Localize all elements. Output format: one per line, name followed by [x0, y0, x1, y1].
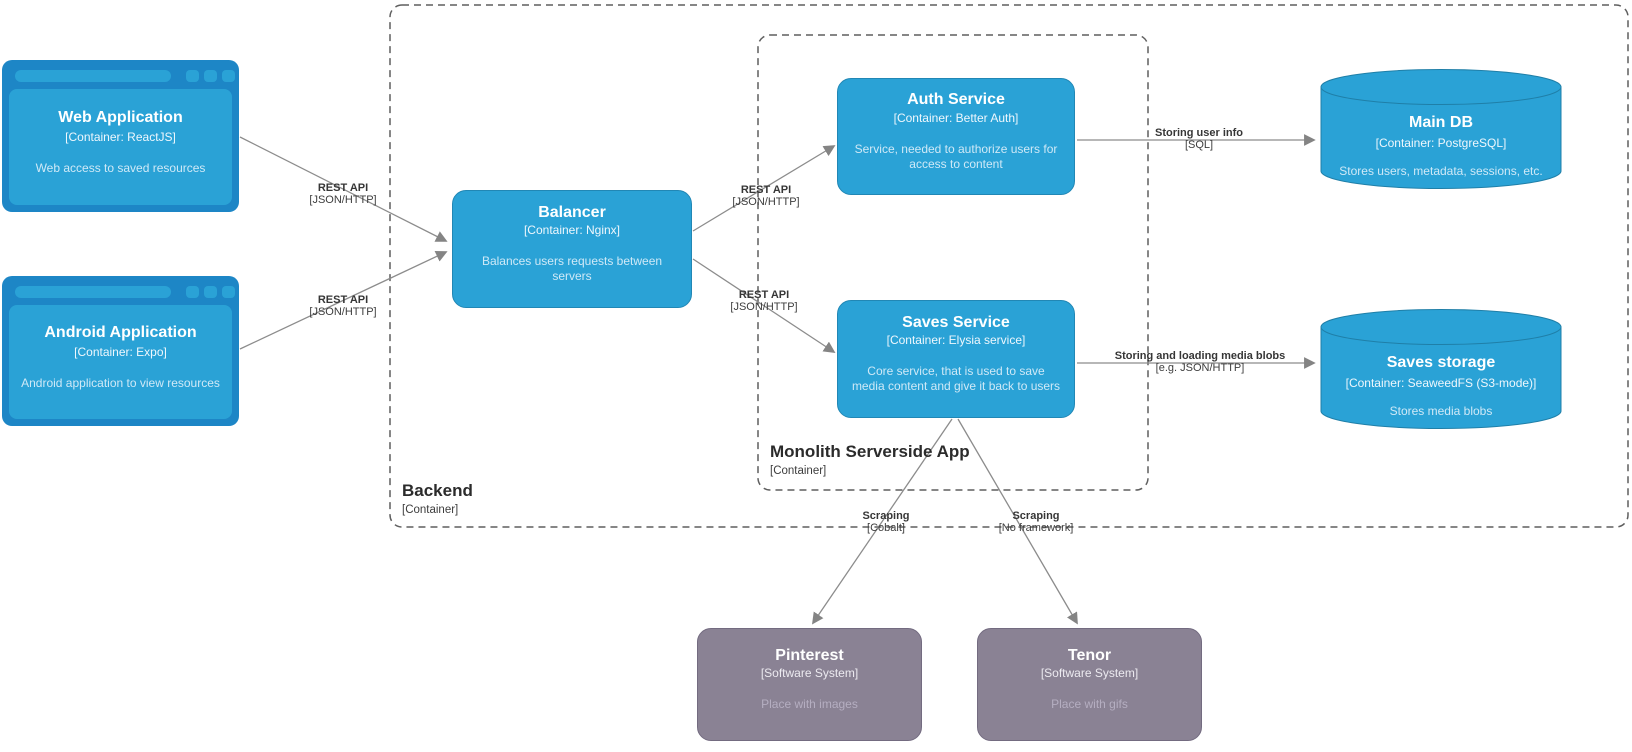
node-title: Main DB: [1409, 114, 1473, 132]
database-cylinder-icon: [1320, 69, 1562, 189]
browser-button-icon: [186, 70, 199, 82]
boundary-type: [Container]: [770, 464, 827, 477]
edge-balancer-auth: [692, 145, 836, 232]
edge-balancer-saves: [692, 258, 836, 353]
node-main-db[interactable]: Main DB [Container: PostgreSQL] Stores u…: [1320, 68, 1562, 190]
edge-saves-tenor: [957, 418, 1078, 625]
node-title: Android Application: [44, 323, 197, 341]
edge-label-balancer-saves: REST API [JSON/HTTP]: [730, 289, 798, 313]
edge-label-text: Scraping: [862, 510, 910, 522]
edge-label-android-balancer: REST API [JSON/HTTP]: [309, 294, 377, 318]
node-saves-storage[interactable]: Saves storage [Container: SeaweedFS (S3-…: [1320, 308, 1562, 430]
edge-label-webapp-balancer: REST API [JSON/HTTP]: [309, 182, 377, 206]
edge-android-balancer: [239, 250, 448, 350]
node-title: Web Application: [58, 108, 183, 126]
cylinder-text: Saves storage [Container: SeaweedFS (S3-…: [1320, 346, 1562, 426]
node-technology: [Container: Elysia service]: [886, 333, 1026, 348]
edge-label-saves-pinterest: Scraping [Cobalt]: [862, 510, 910, 534]
browser-button-icon: [222, 286, 235, 298]
node-technology: [Container: SeaweedFS (S3-mode)]: [1345, 375, 1537, 390]
node-technology: [Container: Expo]: [74, 345, 167, 360]
cylinder-text: Main DB [Container: PostgreSQL] Stores u…: [1320, 106, 1562, 186]
edge-label-text: REST API: [740, 184, 792, 196]
node-description: Android application to view resources: [21, 376, 220, 391]
node-title: Saves Service: [902, 313, 1010, 331]
edge-label-tech: [JSON/HTTP]: [309, 193, 377, 206]
edge-label-text: REST API: [317, 294, 369, 306]
node-technology: [Software System]: [1040, 666, 1139, 681]
node-description: Balances users requests between servers: [481, 254, 663, 284]
node-description: Service, needed to authorize users for a…: [854, 141, 1058, 171]
edge-label-tech: [Cobalt]: [867, 521, 905, 534]
node-technology: [Container: Nginx]: [523, 223, 621, 238]
edge-label-tech: [JSON/HTTP]: [730, 300, 798, 313]
edge-label-text: REST API: [317, 182, 369, 194]
node-auth-service[interactable]: Auth Service [Container: Better Auth] Se…: [837, 78, 1075, 195]
monolith-boundary-box: [757, 34, 1149, 491]
backend-boundary-label: Backend [Container]: [402, 481, 473, 516]
node-tenor[interactable]: Tenor [Software System] Place with gifs: [977, 628, 1202, 741]
browser-button-icon: [186, 286, 199, 298]
node-saves-service[interactable]: Saves Service [Container: Elysia service…: [837, 300, 1075, 418]
node-description: Stores media blobs: [1389, 403, 1493, 418]
edge-label-text: Scraping: [1012, 510, 1060, 522]
boundary-type: [Container]: [402, 503, 459, 516]
edge-label-saves-storage: Storing and loading media blobs [e.g. JS…: [1114, 350, 1286, 374]
node-title: Auth Service: [907, 91, 1005, 109]
browser-button-icon: [204, 70, 217, 82]
node-pinterest[interactable]: Pinterest [Software System] Place with i…: [697, 628, 922, 741]
node-description: Stores users, metadata, sessions, etc.: [1339, 163, 1543, 178]
node-technology: [Container: PostgreSQL]: [1375, 135, 1507, 150]
node-balancer[interactable]: Balancer [Container: Nginx] Balances use…: [452, 190, 692, 308]
node-technology: [Container: Better Auth]: [893, 110, 1019, 125]
edge-label-balancer-auth: REST API [JSON/HTTP]: [732, 184, 800, 208]
edge-label-text: REST API: [738, 289, 790, 301]
browser-content: Web Application [Container: ReactJS] Web…: [9, 89, 232, 205]
edge-label-tech: [No framework]: [998, 521, 1074, 534]
edge-label-tech: [JSON/HTTP]: [732, 195, 800, 208]
database-cylinder-icon: [1320, 309, 1562, 429]
browser-content: Android Application [Container: Expo] An…: [9, 305, 232, 419]
monolith-boundary-label: Monolith Serverside App [Container]: [770, 442, 970, 477]
node-web-application[interactable]: Web Application [Container: ReactJS] Web…: [2, 60, 239, 212]
edge-label-tech: [SQL]: [1184, 138, 1214, 151]
edge-label-tech: [e.g. JSON/HTTP]: [1155, 361, 1245, 374]
node-title: Pinterest: [775, 646, 844, 664]
browser-address-bar: [15, 286, 171, 298]
edge-label-auth-maindb: Storing user info [SQL]: [1155, 127, 1243, 151]
node-title: Balancer: [538, 203, 606, 221]
node-description: Web access to saved resources: [35, 161, 206, 176]
edge-label-text: Storing user info: [1155, 127, 1243, 139]
browser-button-icon: [222, 70, 235, 82]
edge-label-text: Storing and loading media blobs: [1114, 350, 1286, 362]
boundary-title: Backend: [402, 481, 473, 500]
backend-boundary-box: [389, 4, 1629, 528]
node-title: Saves storage: [1386, 354, 1496, 372]
browser-button-icon: [204, 286, 217, 298]
node-description: Place with gifs: [1051, 697, 1128, 712]
edge-saves-pinterest: [812, 418, 953, 625]
boundary-title: Monolith Serverside App: [770, 442, 970, 461]
node-title: Tenor: [1067, 646, 1112, 664]
browser-address-bar: [15, 70, 171, 82]
node-description: Core service, that is used to save media…: [851, 364, 1061, 394]
edge-label-saves-tenor: Scraping [No framework]: [998, 510, 1074, 534]
node-description: Place with images: [761, 697, 858, 712]
edge-label-tech: [JSON/HTTP]: [309, 305, 377, 318]
edge-webapp-balancer: [239, 136, 448, 242]
node-technology: [Software System]: [760, 666, 859, 681]
node-technology: [Container: ReactJS]: [65, 130, 176, 145]
node-android-application[interactable]: Android Application [Container: Expo] An…: [2, 276, 239, 426]
